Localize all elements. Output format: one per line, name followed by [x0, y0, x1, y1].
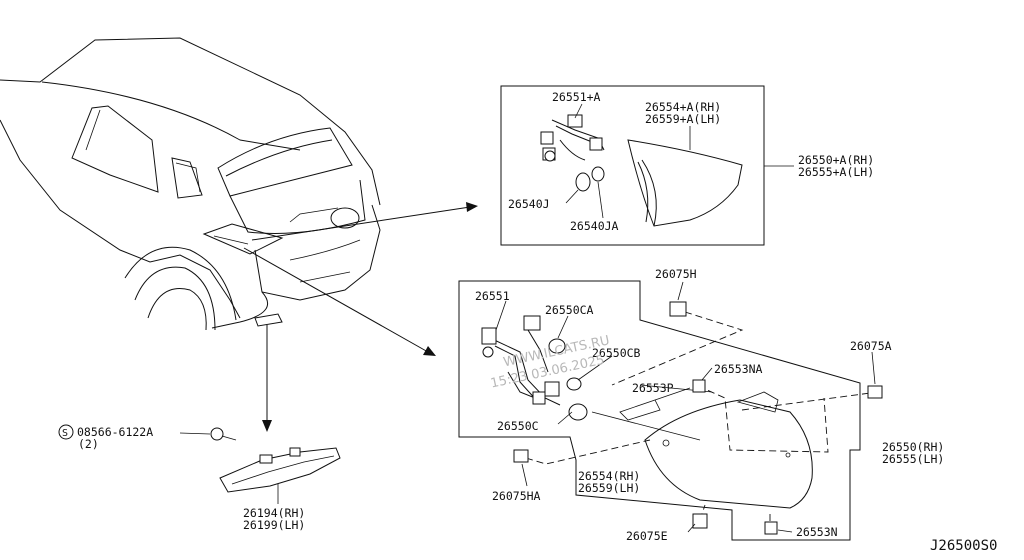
label-26199: 26199(LH): [243, 518, 305, 532]
label-26540ja: 26540JA: [570, 219, 619, 233]
label-26553n: 26553N: [796, 525, 838, 539]
reflex-reflector-group: S 08566-6122A (2) 26194(RH) 26199(LH): [58, 424, 341, 532]
nut-26075ha: [513, 449, 529, 463]
label-26550ca: 26550CA: [545, 303, 594, 317]
clip-26553na: [692, 379, 706, 393]
socket-harness-lower: [481, 315, 561, 406]
label-26550c: 26550C: [497, 419, 539, 433]
reflex-reflector: [219, 447, 341, 493]
bulb-26550cb: [566, 377, 582, 391]
label-26551a: 26551+A: [552, 90, 601, 104]
label-26550cb: 26550CB: [592, 346, 641, 360]
combination-lamp: [644, 399, 813, 509]
socket-harness-upper: [540, 114, 605, 162]
bulb-26550ca: [548, 338, 566, 354]
label-26555a: 26555+A(LH): [798, 165, 874, 179]
label-26075e: 26075E: [626, 529, 668, 543]
upper-inset-box: 26551+A 26554+A(RH) 26559+A(LH) 26540J 2…: [500, 85, 765, 246]
screw-symbol-icon: [58, 424, 74, 440]
label-26540j: 26540J: [508, 197, 550, 211]
label-26075a: 26075A: [850, 339, 892, 353]
label-26559: 26559(LH): [578, 481, 640, 495]
label-26550: 26550(RH): [882, 440, 944, 454]
label-26550a: 26550+A(RH): [798, 153, 874, 167]
bulb-26550c: [568, 403, 588, 421]
nut-26075h: [669, 301, 687, 317]
label-08566-qty: (2): [78, 437, 99, 451]
label-26555: 26555(LH): [882, 452, 944, 466]
bulb-26540ja: [591, 166, 605, 182]
label-08566: 08566-6122A: [77, 425, 153, 439]
label-26551: 26551: [475, 289, 510, 303]
pointer-arrows: [243, 202, 478, 432]
screw-symbol-letter: S: [62, 428, 68, 439]
clip-26553n: [764, 521, 778, 535]
label-26194: 26194(RH): [243, 506, 305, 520]
lower-inset-box: 26075H 26551 26550CA 26550CB 26553NA 265…: [458, 267, 883, 543]
label-26554: 26554(RH): [578, 469, 640, 483]
bulb-26540j: [575, 172, 591, 192]
label-26075h: 26075H: [655, 267, 697, 281]
screw: [210, 427, 224, 441]
nut-26075e: [692, 513, 708, 529]
vehicle-outline: [0, 37, 381, 331]
label-26553na: 26553NA: [714, 362, 763, 376]
diagram-code: J26500S0: [930, 538, 997, 554]
label-26553p: 26553P: [632, 381, 674, 395]
nut-26075a: [867, 385, 883, 399]
label-26559a: 26559+A(LH): [645, 112, 721, 126]
label-26554a: 26554+A(RH): [645, 100, 721, 114]
label-26075ha: 26075HA: [492, 489, 541, 503]
